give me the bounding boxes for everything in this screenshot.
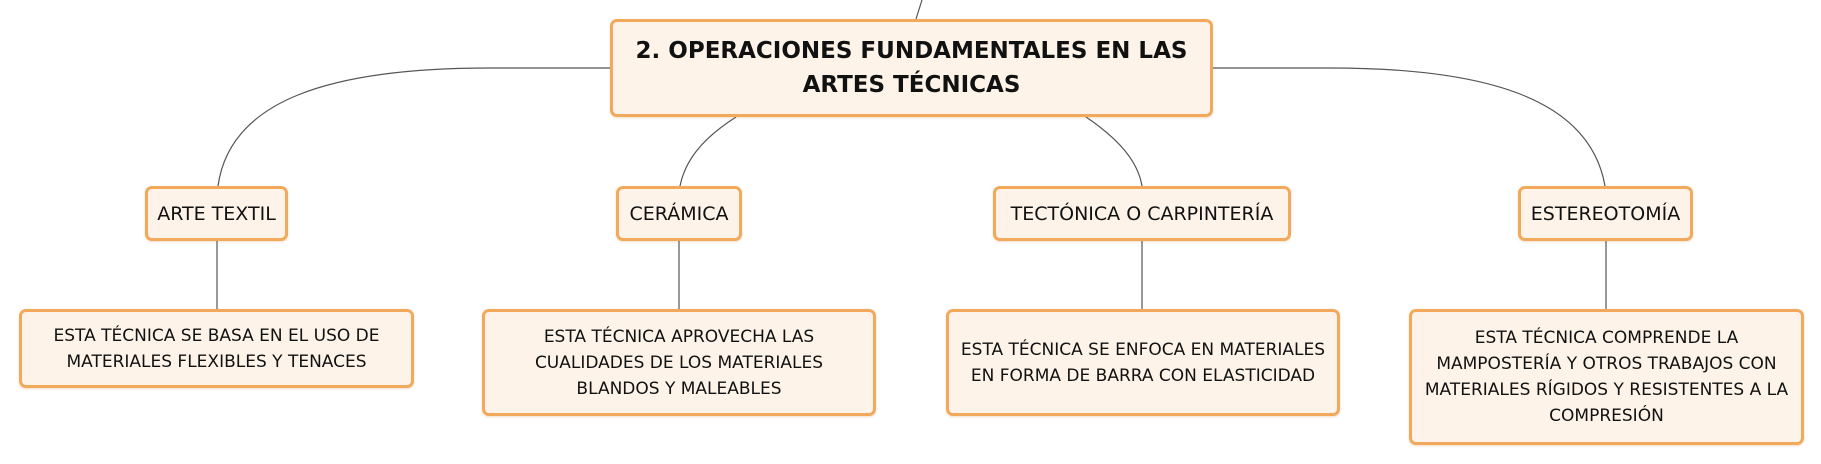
branch-tectonica-carpinteria[interactable]: TECTÓNICA O CARPINTERÍA bbox=[993, 186, 1291, 241]
description-estereotomia[interactable]: ESTA TÉCNICA COMPRENDE LA MAMPOSTERÍA Y … bbox=[1409, 309, 1804, 445]
branch-estereotomia[interactable]: ESTEREOTOMÍA bbox=[1518, 186, 1693, 241]
connector-root-to-arte-textil bbox=[217, 67, 610, 187]
connector-root-to-tectonica bbox=[1085, 116, 1143, 187]
branch-arte-textil[interactable]: ARTE TEXTIL bbox=[145, 186, 288, 241]
description-arte-textil[interactable]: ESTA TÉCNICA SE BASA EN EL USO DE MATERI… bbox=[19, 309, 414, 388]
branch-ceramica[interactable]: CERÁMICA bbox=[616, 186, 742, 241]
description-tectonica-carpinteria[interactable]: ESTA TÉCNICA SE ENFOCA EN MATERIALES EN … bbox=[946, 309, 1340, 416]
connector-root-to-estereotomia bbox=[1213, 67, 1606, 187]
description-ceramica[interactable]: ESTA TÉCNICA APROVECHA LAS CUALIDADES DE… bbox=[482, 309, 876, 416]
connector-root-to-ceramica bbox=[679, 116, 737, 187]
root-node-title[interactable]: 2. OPERACIONES FUNDAMENTALES EN LAS ARTE… bbox=[610, 19, 1213, 117]
connector-parent-to-root bbox=[915, 0, 923, 20]
